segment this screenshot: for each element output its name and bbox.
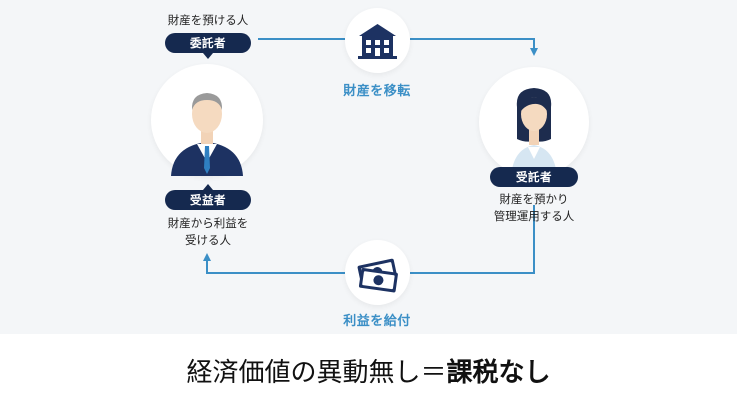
businessman-icon [171, 93, 243, 176]
caption-bold-text: 課税なし [446, 358, 551, 388]
flow-arrows [203, 38, 538, 274]
trustee-description-line2: 管理運用する人 [493, 209, 575, 223]
businesswoman-icon [511, 88, 557, 177]
benefit-label: 利益を給付 [343, 314, 411, 329]
transfer-label: 財産を移転 [343, 84, 411, 99]
building-icon [358, 24, 397, 59]
beneficiary-description-line1: 財産から利益を [167, 216, 249, 230]
beneficiary-description-line2: 受ける人 [185, 233, 231, 247]
money-icon [357, 258, 398, 293]
trustee-avatar-circle [479, 67, 589, 177]
benefit-icon-circle [345, 240, 410, 305]
trustee-description-line1: 財産を預かり [499, 192, 569, 206]
bottom-caption: 経済価値の異動無し＝課税なし [0, 353, 737, 393]
trustee-role-badge: 受託者 [490, 167, 578, 187]
transfer-icon-circle [345, 8, 410, 73]
benefit-arrow [410, 205, 535, 274]
benefit-arrow-left [203, 253, 345, 274]
transfer-arrow-right [410, 38, 538, 56]
beneficiary-avatar-circle [151, 64, 263, 176]
beneficiary-role-badge: 受益者 [165, 184, 251, 210]
trustor-role-badge: 委託者 [165, 33, 251, 59]
trustor-description: 財産を預ける人 [167, 13, 249, 27]
caption-normal-text: 経済価値の異動無し＝ [186, 358, 447, 388]
